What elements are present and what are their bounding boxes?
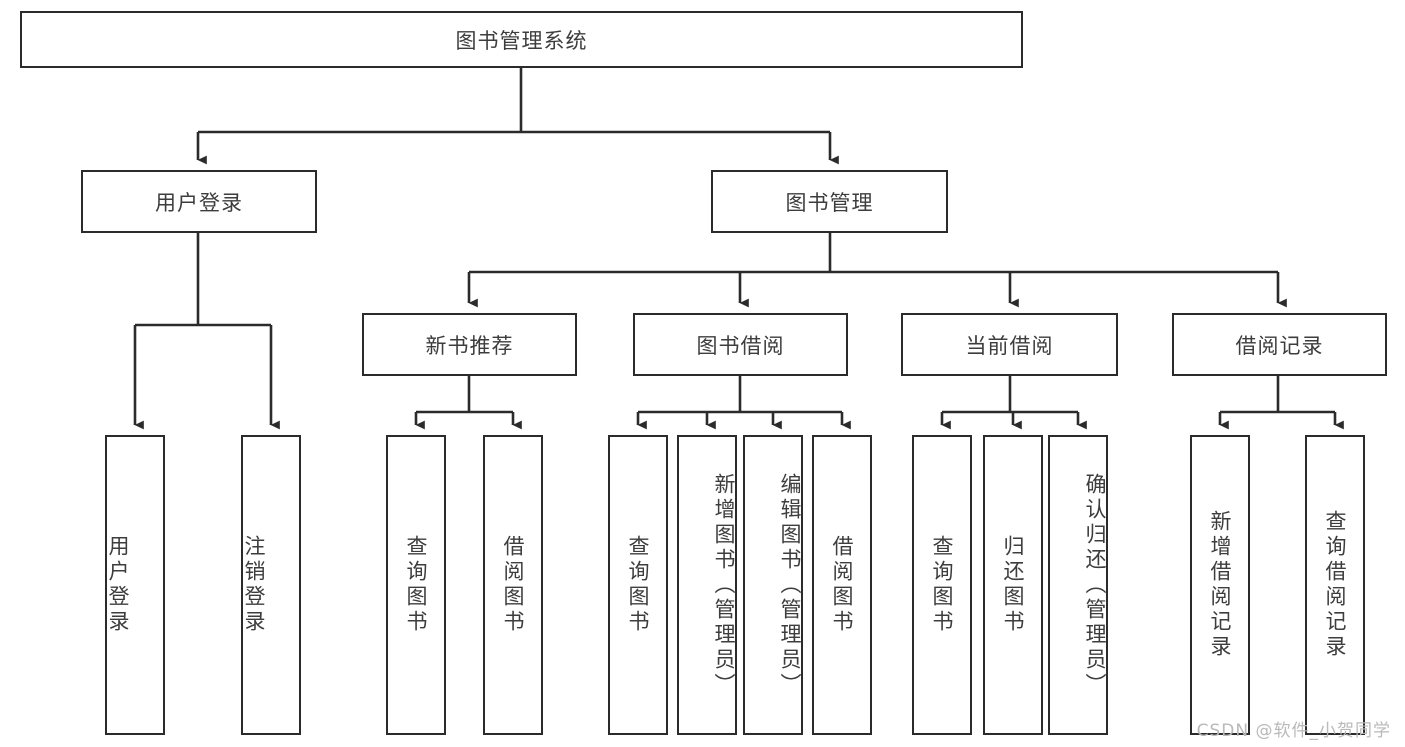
leaf-add-book-admin[interactable]: 新增图书（管理员） <box>677 435 737 735</box>
node-borrow-record[interactable]: 借阅记录 <box>1172 313 1387 376</box>
leaf-user-login[interactable]: 用户登录 <box>105 435 165 735</box>
leaf-query-book-recommend[interactable]: 查询图书 <box>386 435 446 735</box>
node-root-system[interactable]: 图书管理系统 <box>20 11 1023 68</box>
leaf-query-borrow-record[interactable]: 查询借阅记录 <box>1305 435 1365 735</box>
leaf-edit-book-admin[interactable]: 编辑图书（管理员） <box>743 435 803 735</box>
leaf-add-borrow-record[interactable]: 新增借阅记录 <box>1190 435 1250 735</box>
leaf-borrow-book[interactable]: 借阅图书 <box>812 435 872 735</box>
node-book-borrow[interactable]: 图书借阅 <box>633 313 848 376</box>
leaf-query-book-current[interactable]: 查询图书 <box>912 435 972 735</box>
node-new-book-recommend[interactable]: 新书推荐 <box>362 313 577 376</box>
node-book-management[interactable]: 图书管理 <box>711 170 948 233</box>
leaf-confirm-return-admin[interactable]: 确认归还（管理员） <box>1048 435 1108 735</box>
leaf-query-book-borrow[interactable]: 查询图书 <box>608 435 668 735</box>
node-current-borrow[interactable]: 当前借阅 <box>901 313 1118 376</box>
leaf-borrow-book-recommend[interactable]: 借阅图书 <box>483 435 543 735</box>
node-user-login[interactable]: 用户登录 <box>81 170 317 233</box>
leaf-logout-login[interactable]: 注销登录 <box>241 435 301 735</box>
leaf-return-book[interactable]: 归还图书 <box>983 435 1043 735</box>
